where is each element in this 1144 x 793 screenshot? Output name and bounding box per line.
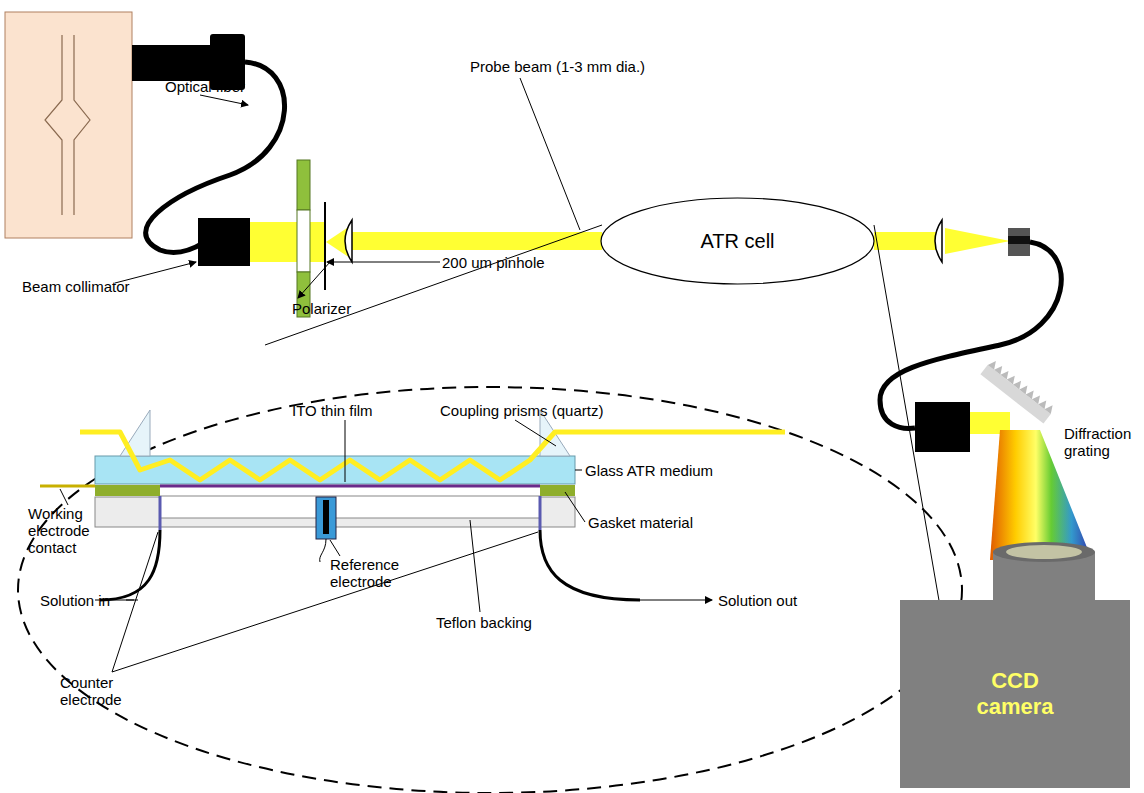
part-label: 200 um pinhole <box>442 254 572 271</box>
beam-collimator <box>198 218 250 266</box>
probe-beam <box>945 228 1010 254</box>
node-label: ATR cell <box>700 229 774 253</box>
atr-cell-cross-section <box>40 485 95 488</box>
leader-lines <box>470 520 480 612</box>
pinhole <box>324 202 326 290</box>
atr-cell-cross-section <box>160 485 540 488</box>
leader-lines <box>345 420 346 482</box>
atr-cell-cross-section <box>540 530 640 600</box>
fiber-connector <box>1008 236 1030 244</box>
atr-cell-cross-section <box>540 485 575 496</box>
atr-cell-cross-section <box>100 530 160 600</box>
leader-lines <box>640 600 712 601</box>
fiber-connector <box>1008 228 1030 256</box>
atr-cell-cross-section <box>316 497 336 539</box>
leader-lines <box>575 470 582 471</box>
camera-lens <box>993 542 1095 600</box>
atr-cell-cross-section <box>80 432 785 480</box>
light-source <box>45 35 90 215</box>
diffraction-grating <box>980 365 1050 424</box>
leader-lines <box>330 540 340 556</box>
diffraction-grating <box>988 361 1053 414</box>
atr-cell-cross-section <box>95 485 160 496</box>
leader-lines <box>515 420 556 446</box>
atr-cell-cross-section <box>40 410 785 600</box>
probe-beam <box>250 222 300 262</box>
leader-lines <box>520 78 580 230</box>
leader-lines <box>112 532 158 672</box>
part-label: Working electrode contact <box>28 505 138 556</box>
polarizer <box>297 160 310 210</box>
atr-cell-cross-section <box>323 500 329 534</box>
inset-outline <box>18 387 962 793</box>
polarizer <box>297 210 310 272</box>
lens <box>345 220 352 262</box>
fiber-connector <box>915 402 970 452</box>
atr-cell: ATR cell <box>600 197 875 285</box>
part-label: Solution in <box>40 592 135 609</box>
part-label: Optical fiber <box>165 78 275 95</box>
part-label: Glass ATR medium <box>585 462 735 479</box>
atr-cell-cross-section <box>159 496 162 530</box>
atr-cell-cross-section <box>539 496 542 530</box>
leader-lines <box>112 532 538 672</box>
leader-lines <box>565 492 585 522</box>
part-label: ITO thin film <box>292 402 412 419</box>
leader-lines <box>200 95 248 105</box>
leader-lines <box>60 489 68 505</box>
leader-lines <box>60 78 712 672</box>
atr-cell-cross-section <box>120 410 150 456</box>
part-label: Coupling prisms (quartz) <box>440 402 630 419</box>
part-label: Counter electrode <box>60 674 150 708</box>
ccd-camera: CCD camera <box>900 600 1130 788</box>
probe-beam <box>874 232 940 250</box>
leader-lines <box>126 600 134 601</box>
camera-lens <box>993 542 1095 562</box>
part-label: Polarizer <box>292 300 382 317</box>
beam-collimator <box>198 218 250 266</box>
pinhole <box>325 202 326 290</box>
part-label: Gasket material <box>588 514 718 531</box>
polarizer <box>297 160 310 317</box>
lens <box>935 220 942 262</box>
part-label: Beam collimator <box>22 278 162 295</box>
optical-fiber <box>880 242 1061 428</box>
zoom-lines <box>265 225 602 345</box>
ellipse-outline <box>601 198 874 284</box>
light-source <box>5 12 132 238</box>
node-label: CCD camera <box>970 668 1060 721</box>
part-label: Diffraction grating <box>1064 425 1140 459</box>
probe-beam <box>310 222 324 262</box>
diffraction-grating <box>980 361 1052 424</box>
part-label: Probe beam (1-3 mm dia.) <box>470 58 670 75</box>
light-source <box>132 45 210 81</box>
atr-cell-cross-section <box>160 496 540 518</box>
leader-lines <box>327 262 440 263</box>
diffraction-grating <box>980 365 1050 424</box>
leader-lines <box>298 262 330 298</box>
optical-fiber <box>880 242 1061 428</box>
probe-beam <box>352 232 602 250</box>
part-label: Reference electrode <box>330 556 425 590</box>
fiber-connector <box>915 402 970 452</box>
fiber-connector <box>1008 228 1030 256</box>
part-label: Teflon backing <box>436 614 566 631</box>
inset-outline <box>18 387 962 793</box>
camera-lens <box>1006 545 1082 559</box>
atr-cell-cross-section <box>320 539 326 562</box>
part-label: Solution out <box>718 592 828 609</box>
light-source <box>5 12 245 238</box>
